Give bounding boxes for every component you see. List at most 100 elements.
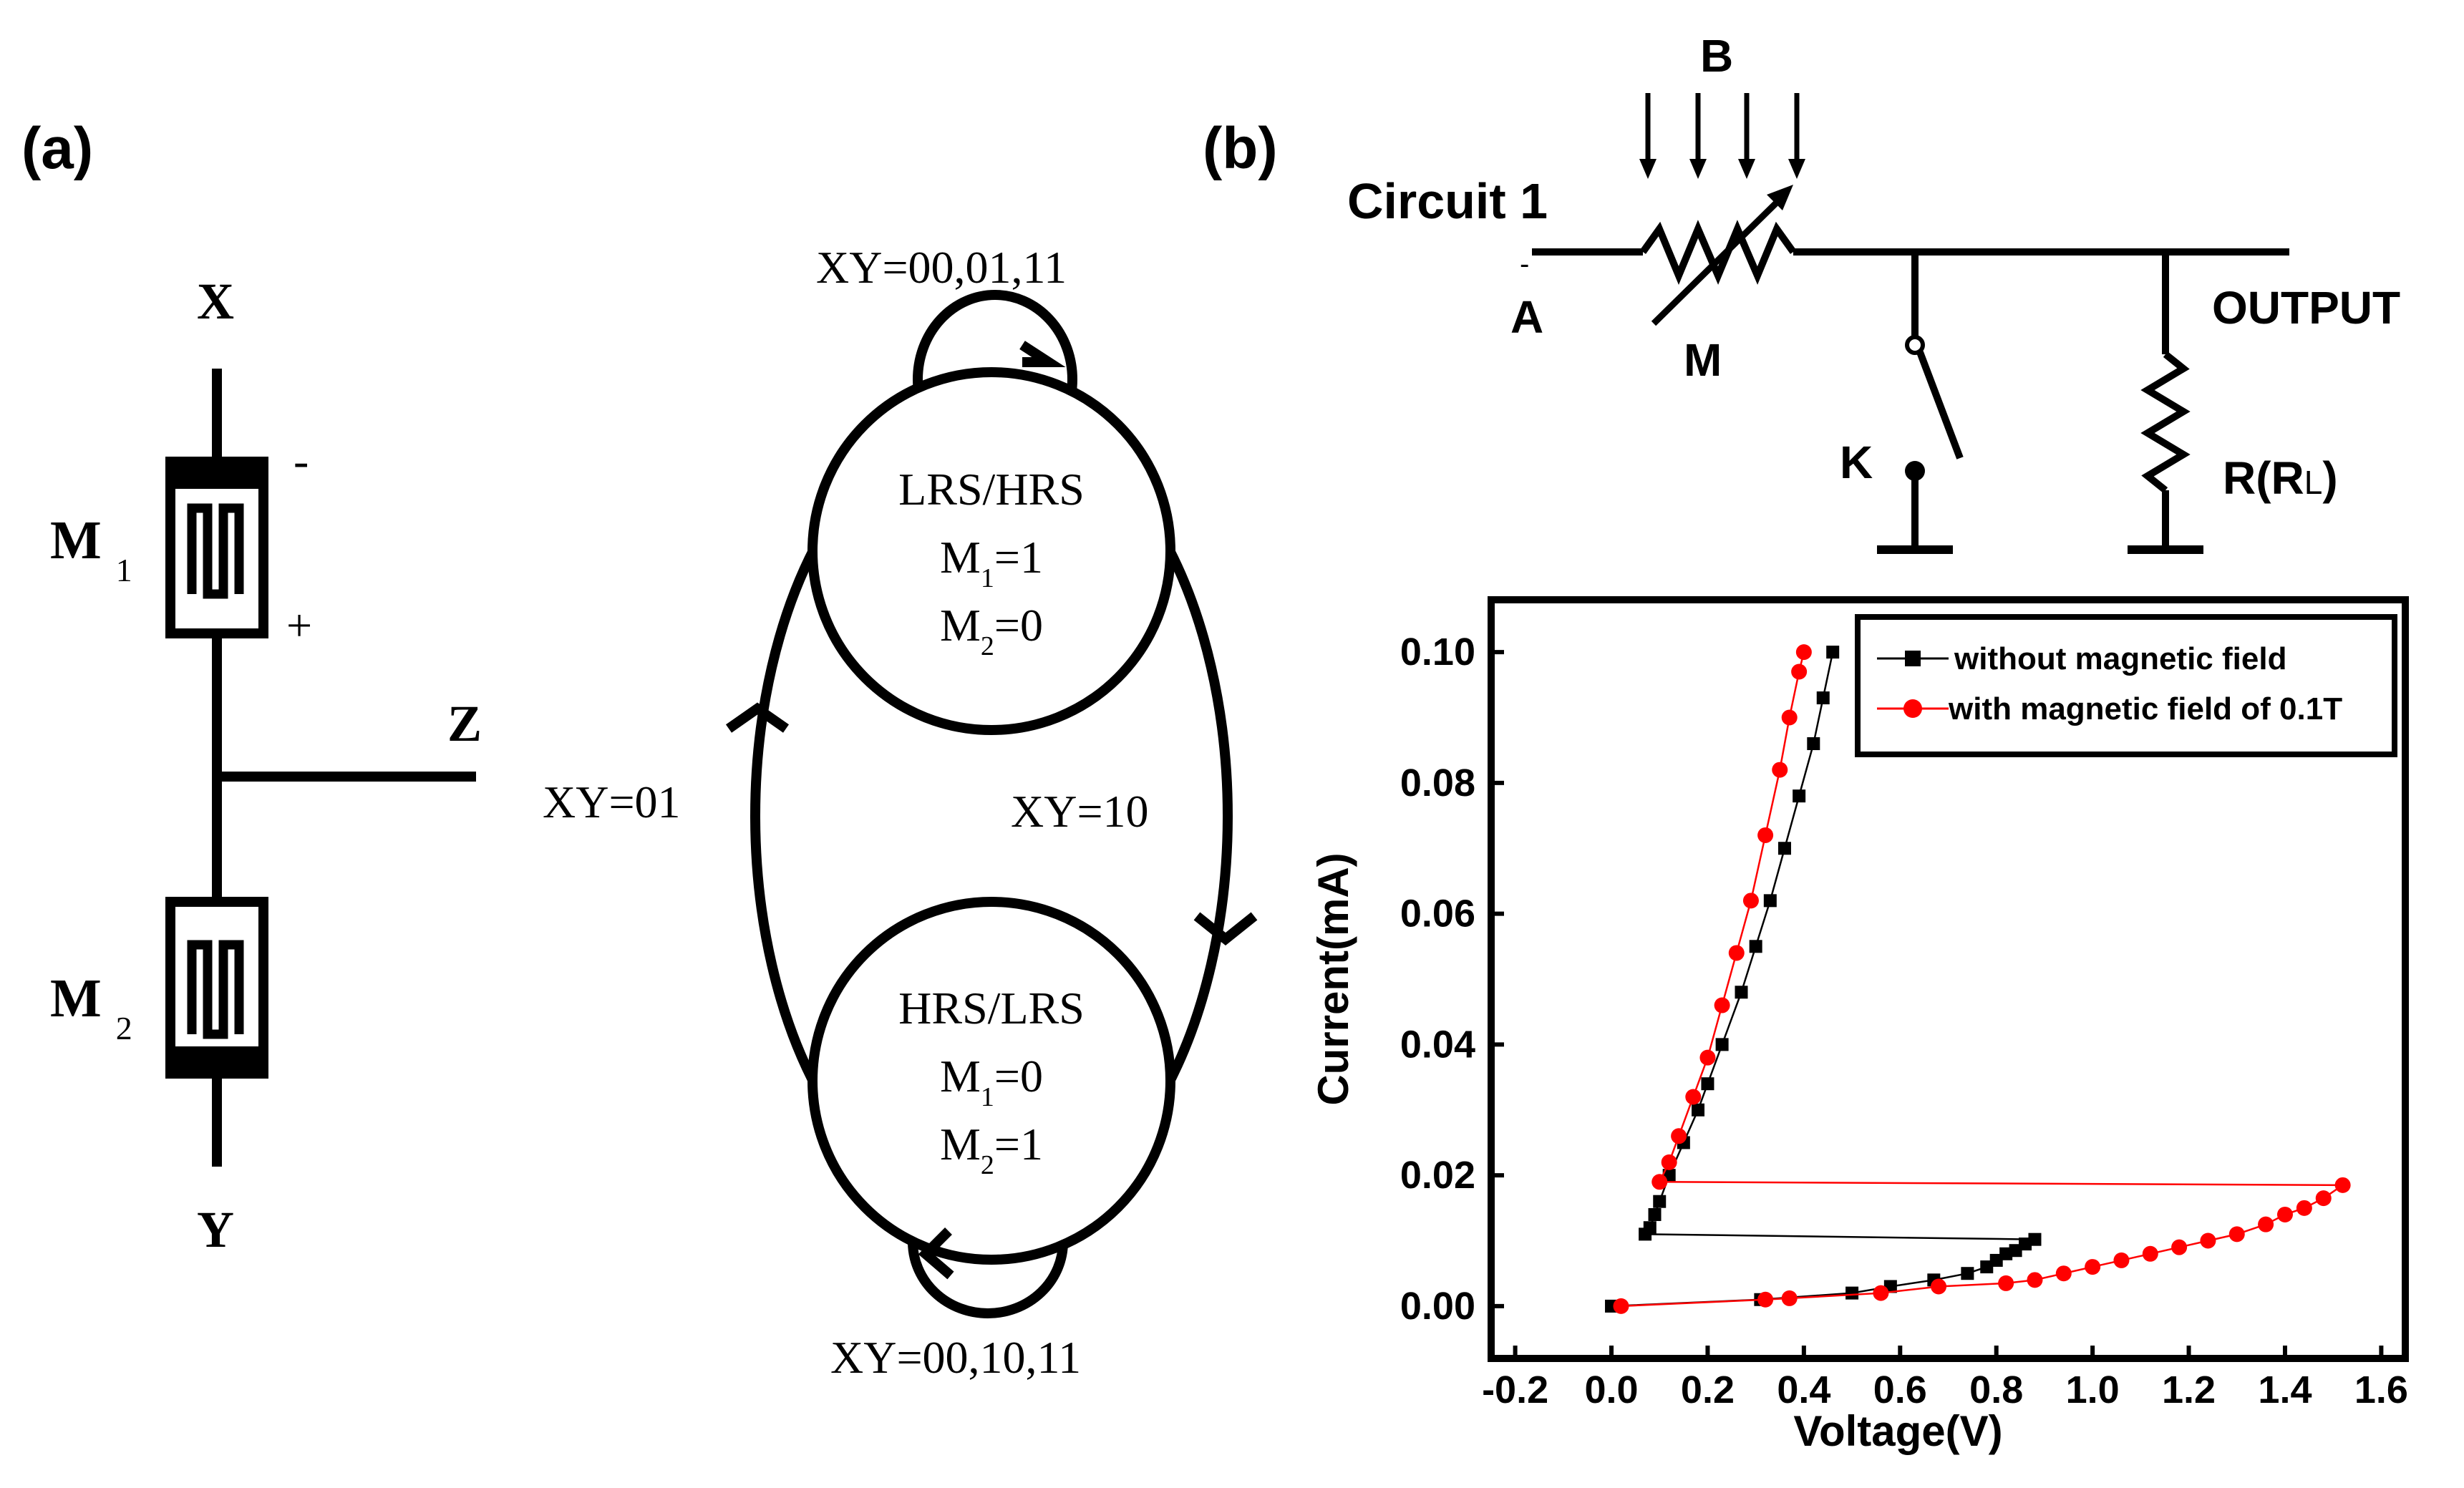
switch-k-label: K xyxy=(1840,437,1873,488)
state-diagram: LRS/HRS M1=1 M2=0 HRS/LRS M1=0 M2=1 XY=0… xyxy=(543,242,1258,1383)
terminal-z-label: Z xyxy=(447,695,482,752)
data-point-series-0 xyxy=(1735,986,1748,999)
data-point-series-0 xyxy=(1701,1077,1714,1091)
panel-b-label: (b) xyxy=(1203,116,1278,181)
polarity-minus: - xyxy=(294,435,309,486)
data-point-series-1 xyxy=(1772,762,1788,778)
data-point-series-0 xyxy=(1643,1221,1657,1235)
state-circle-top xyxy=(807,367,1175,735)
legend-label-series-0: without magnetic field xyxy=(1954,641,2286,676)
data-point-series-1 xyxy=(1699,1049,1716,1066)
y-tick-label: 0.08 xyxy=(1400,762,1475,804)
memristor-m-label: M xyxy=(1684,334,1722,386)
data-point-series-1 xyxy=(2315,1190,2332,1207)
data-point-series-0 xyxy=(1961,1267,1974,1280)
circuit-title: Circuit 1 xyxy=(1347,173,1548,229)
data-point-series-1 xyxy=(1795,644,1812,661)
self-loop-top-label: XY=00,01,11 xyxy=(816,242,1067,293)
bottom-loop-arrow xyxy=(918,1227,954,1280)
data-point-series-1 xyxy=(1671,1128,1687,1144)
data-point-series-1 xyxy=(1873,1285,1889,1301)
data-point-series-1 xyxy=(2228,1226,2245,1243)
y-tick-label: 0.10 xyxy=(1400,631,1475,674)
data-point-series-1 xyxy=(1714,997,1730,1013)
resistor-r-symbol xyxy=(2128,252,2203,554)
data-point-series-1 xyxy=(2334,1177,2351,1193)
x-tick-label: 1.4 xyxy=(2258,1368,2312,1411)
x-tick-label: 1.2 xyxy=(2162,1368,2216,1411)
data-point-series-0 xyxy=(1816,691,1830,705)
terminal-y-label: Y xyxy=(197,1201,234,1258)
x-tick-label: 1.6 xyxy=(2354,1368,2408,1411)
data-point-series-1 xyxy=(2200,1232,2216,1249)
memristor-m2-symbol xyxy=(165,897,268,1079)
m2-label-main: M xyxy=(50,968,102,1029)
x-tick-label: 0.8 xyxy=(1969,1368,2023,1411)
y-tick-label: 0.02 xyxy=(1400,1154,1475,1197)
left-arrow-up xyxy=(725,702,790,733)
data-point-series-1 xyxy=(1728,945,1745,961)
state-top-m2: M2=0 xyxy=(940,600,1043,661)
m1-label-main: M xyxy=(50,510,102,570)
data-point-series-1 xyxy=(2276,1206,2293,1222)
data-point-series-1 xyxy=(1661,1154,1677,1170)
x-tick-label: -0.2 xyxy=(1482,1368,1548,1411)
x-tick-label: 0.4 xyxy=(1777,1368,1830,1411)
iv-chart: -0.2 0.0 0.2 0.4 0.6 0.8 1.0 1.2 1.4 1.6 0.00 0.02 0… xyxy=(1309,596,2409,1455)
state-circle-bottom xyxy=(807,897,1175,1265)
node-a-mark: - xyxy=(1520,248,1529,280)
y-tick-label: 0.00 xyxy=(1400,1285,1475,1328)
data-point-series-0 xyxy=(1845,1286,1859,1300)
memristor-diagonal xyxy=(1651,190,1789,326)
top-loop-arrow xyxy=(1019,341,1066,367)
data-point-series-0 xyxy=(1793,789,1806,803)
data-point-series-0 xyxy=(1807,737,1820,751)
memristor-diagonal-arrowhead xyxy=(1767,185,1793,210)
legend-marker-series-0 xyxy=(1905,651,1921,666)
data-point-series-0 xyxy=(2028,1232,2042,1246)
x-tick-label: 0.6 xyxy=(1873,1368,1927,1411)
data-point-series-1 xyxy=(1931,1278,1947,1295)
x-tick-label: 1.0 xyxy=(2066,1368,2120,1411)
data-point-series-0 xyxy=(1777,842,1791,855)
m2-label-sub: 2 xyxy=(116,1010,132,1046)
legend-box xyxy=(1855,614,2397,757)
state-top-m1: M1=1 xyxy=(940,532,1043,593)
y-tick-label: 0.04 xyxy=(1400,1023,1475,1066)
data-point-series-1 xyxy=(2055,1265,2072,1282)
state-bottom-title: HRS/LRS xyxy=(898,983,1085,1034)
state-bottom-m1: M1=0 xyxy=(940,1051,1043,1112)
data-point-series-1 xyxy=(1781,709,1798,726)
panel-a-label: (a) xyxy=(21,116,93,181)
polarity-plus: + xyxy=(286,600,312,651)
output-label: OUTPUT xyxy=(2212,282,2400,334)
memristor-m1-symbol xyxy=(165,457,268,638)
x-tick-label: 0.2 xyxy=(1681,1368,1735,1411)
transition-right-label: XY=10 xyxy=(1011,786,1149,837)
data-point-series-1 xyxy=(1685,1089,1702,1105)
data-point-series-1 xyxy=(1757,1291,1774,1308)
right-arrow-down xyxy=(1193,912,1258,945)
data-point-series-1 xyxy=(2113,1252,2130,1268)
data-point-series-0 xyxy=(1648,1207,1662,1221)
field-b-label: B xyxy=(1700,30,1733,82)
chart-series-layer xyxy=(1605,644,2351,1314)
y-tick-label: 0.06 xyxy=(1400,893,1475,935)
m1-label-sub: 1 xyxy=(116,552,132,588)
data-point-series-0 xyxy=(1749,940,1762,953)
node-a-label: A xyxy=(1510,291,1543,343)
transition-left-label: XY=01 xyxy=(543,777,681,827)
data-point-series-0 xyxy=(1692,1103,1705,1117)
data-point-series-1 xyxy=(2142,1245,2158,1262)
y-axis-label: Current(mA) xyxy=(1309,852,1357,1105)
data-point-series-1 xyxy=(1757,827,1774,843)
legend-marker-series-1 xyxy=(1903,699,1922,718)
panel-b-circuit: (b) Circuit 1 B M A - xyxy=(1203,30,2400,554)
data-point-series-1 xyxy=(2296,1200,2312,1216)
x-tick-label: 0.0 xyxy=(1584,1368,1638,1411)
data-point-series-1 xyxy=(1651,1174,1668,1190)
data-point-series-1 xyxy=(1742,893,1759,909)
data-point-series-0 xyxy=(1826,646,1840,659)
